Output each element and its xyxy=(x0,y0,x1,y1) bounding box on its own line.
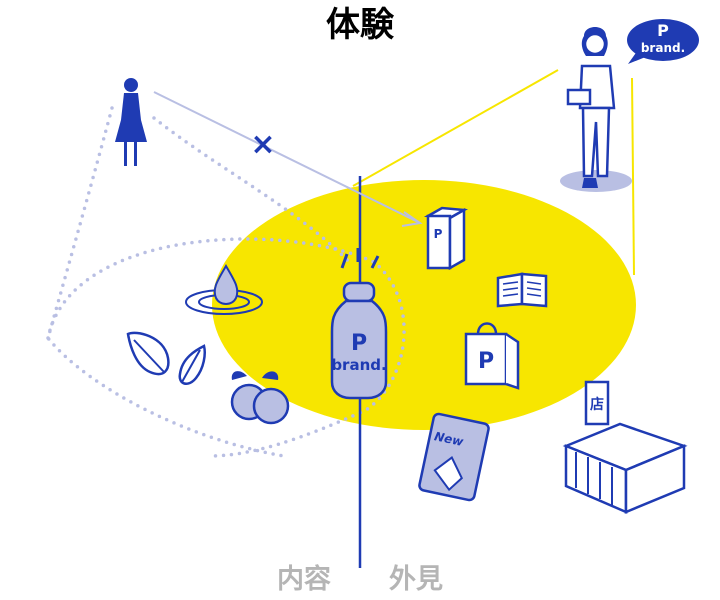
leaves-icon xyxy=(126,331,206,386)
content-label: 内容 xyxy=(277,563,331,595)
gaze-arrow xyxy=(153,91,423,227)
open-book-icon xyxy=(496,272,548,308)
bottle-logo-letter: P xyxy=(351,331,367,356)
staff-sight-line-top xyxy=(352,69,559,187)
staff-sight-line-right xyxy=(631,77,635,276)
box-logo-letter: P xyxy=(434,227,443,241)
appearance-label: 外見 xyxy=(389,564,443,595)
cross-mark: × xyxy=(250,127,275,162)
poster-icon xyxy=(418,412,490,502)
package-box-icon xyxy=(423,206,469,271)
shopping-bag-icon xyxy=(464,322,520,390)
store-icon xyxy=(562,380,688,514)
staff-woman-icon xyxy=(560,27,632,192)
diagram-title: 体験 xyxy=(326,5,395,45)
bubble-logo-letter: P xyxy=(657,21,669,40)
poster-new-text: New xyxy=(433,429,465,449)
standing-woman-icon xyxy=(115,78,147,166)
blueberries-icon xyxy=(230,371,290,425)
bubble-logo-word: brand. xyxy=(641,41,685,55)
store-sign-text: 店 xyxy=(590,396,604,413)
bag-logo-letter: P xyxy=(478,349,494,374)
water-drop-icon xyxy=(185,263,263,315)
bottle-logo-word: brand. xyxy=(331,356,386,374)
product-bottle-icon xyxy=(330,248,388,400)
speech-bubble-icon xyxy=(627,19,699,64)
content-dotted-loop xyxy=(46,237,406,458)
experience-zone xyxy=(212,180,636,430)
